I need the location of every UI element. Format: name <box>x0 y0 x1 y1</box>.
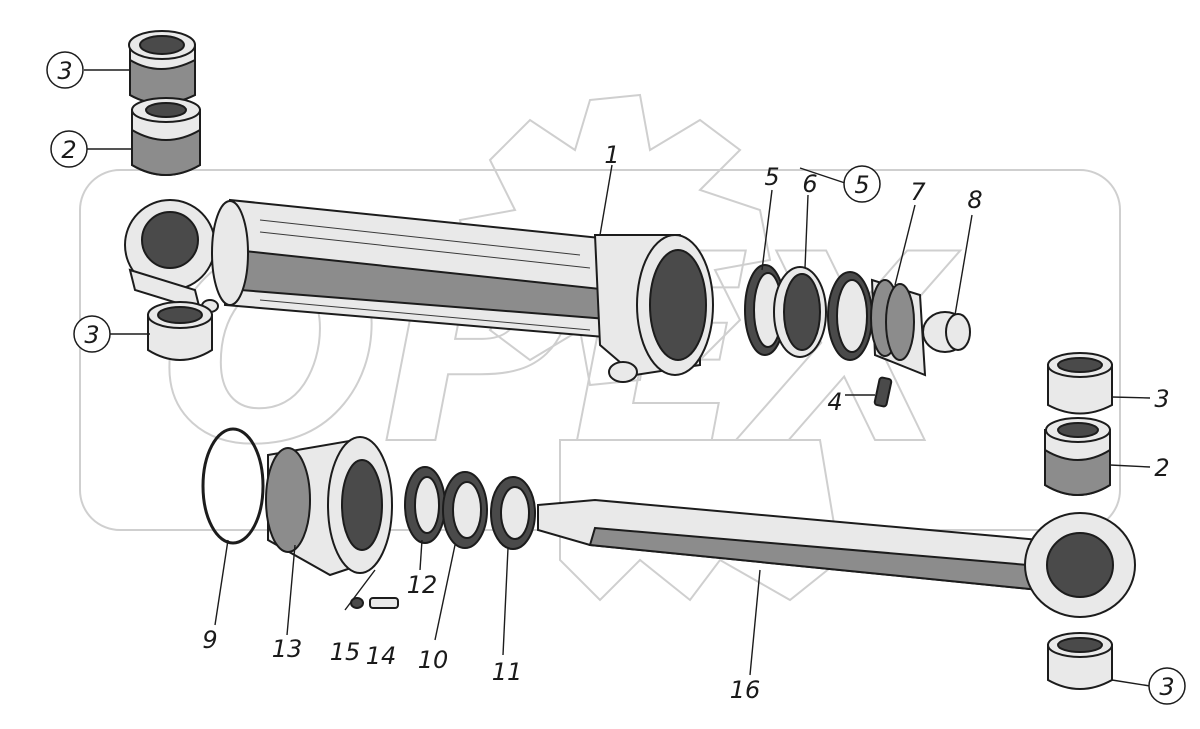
callout-11: 11 <box>492 658 523 686</box>
bushing-lower-left <box>147 301 213 361</box>
cylinder-barrel <box>124 198 714 383</box>
callout-6: 6 <box>802 170 817 198</box>
callout-3-top-left: 3 <box>57 57 72 85</box>
callout-2-right: 2 <box>1154 454 1169 482</box>
piston-assembly <box>744 264 971 377</box>
seal-ring-11 <box>490 476 536 550</box>
watermark-gear-bottom <box>559 439 842 602</box>
retaining-pin <box>873 376 893 408</box>
callout-3-top-right: 3 <box>1154 385 1169 413</box>
callout-2-top-left: 2 <box>61 136 76 164</box>
callout-circle <box>843 165 881 203</box>
bolt-and-washer <box>350 597 399 609</box>
callout-3-lower-left: 3 <box>84 321 99 349</box>
bearing-right <box>1044 417 1111 496</box>
callout-3-bottom-right: 3 <box>1159 673 1174 701</box>
callout-4: 4 <box>827 388 842 416</box>
callout-15: 15 <box>330 638 361 666</box>
piston-rod <box>537 498 1136 618</box>
cylinder-gland <box>265 436 393 577</box>
o-ring <box>201 427 265 545</box>
callout-circle <box>1148 667 1186 705</box>
callout-7: 7 <box>910 178 926 206</box>
callout-10: 10 <box>418 646 449 674</box>
callouts: 3 2 3 1 5 6 5 7 8 4 3 2 3 9 13 15 14 12 … <box>46 51 1186 705</box>
bushing-top-right <box>1047 352 1113 415</box>
seal-ring-12 <box>404 466 446 544</box>
callout-12: 12 <box>407 571 438 599</box>
callout-circle <box>46 51 84 89</box>
bushing-bottom-right <box>1047 632 1113 690</box>
watermark-gear <box>458 93 772 387</box>
callout-1: 1 <box>604 141 619 169</box>
callout-14: 14 <box>366 642 397 670</box>
callout-16: 16 <box>730 676 761 704</box>
callout-circle <box>73 315 111 353</box>
bearing-top-left <box>131 97 201 176</box>
callout-13: 13 <box>272 635 303 663</box>
callout-circle <box>50 130 88 168</box>
callout-8: 8 <box>967 186 982 214</box>
seal-ring-10 <box>442 471 488 549</box>
leader-lines <box>84 69 1151 687</box>
callout-5-b: 5 <box>854 171 869 199</box>
callout-5-a: 5 <box>764 163 779 191</box>
callout-9: 9 <box>202 626 217 654</box>
bushing-top-left <box>128 30 196 105</box>
